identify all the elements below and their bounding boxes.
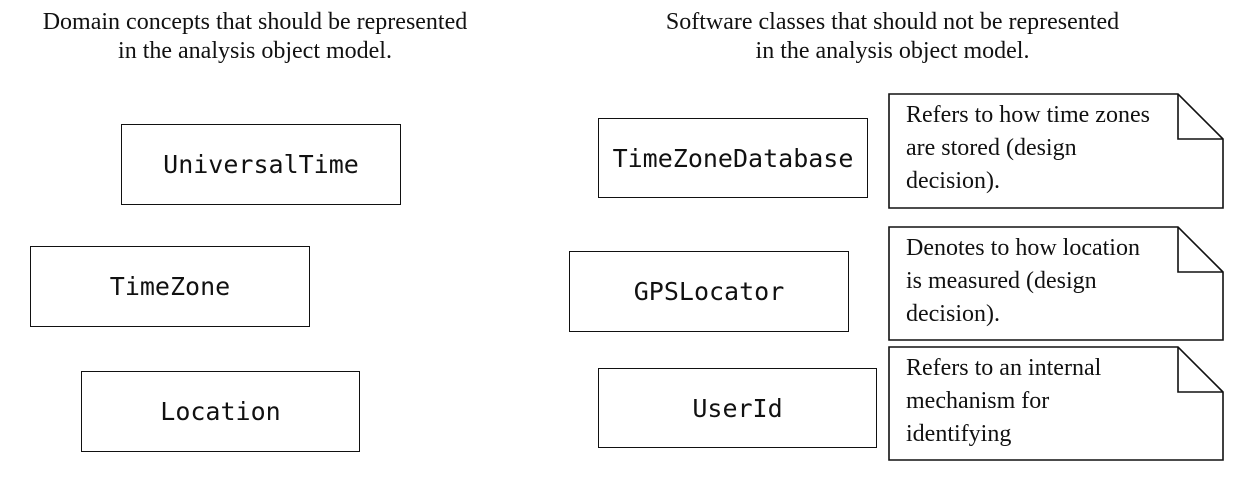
class-box-universaltime: UniversalTime xyxy=(121,124,401,205)
note-shape-icon xyxy=(888,346,1224,461)
software-classes-heading: Software classes that should not be repr… xyxy=(640,8,1145,66)
note-text-timezonedatabase: Refers to how time zones are stored (des… xyxy=(906,102,1150,194)
class-name-timezone: TimeZone xyxy=(109,272,231,301)
domain-concepts-heading-text: Domain concepts that should be represent… xyxy=(42,9,468,64)
note-shape-icon xyxy=(888,93,1224,209)
class-box-location: Location xyxy=(81,371,360,452)
class-box-timezone: TimeZone xyxy=(30,246,310,327)
class-box-userid: UserId xyxy=(598,368,877,448)
class-box-gpslocator: GPSLocator xyxy=(569,251,849,332)
note-text-gpslocator: Denotes to how location is measured (des… xyxy=(906,235,1140,327)
class-name-gpslocator: GPSLocator xyxy=(633,277,785,306)
note-userid: Refers to an internal mechanism for iden… xyxy=(888,346,1224,461)
class-name-universaltime: UniversalTime xyxy=(163,150,359,179)
class-name-timezonedatabase: TimeZoneDatabase xyxy=(612,143,854,173)
class-name-userid: UserId xyxy=(692,393,783,423)
class-name-location: Location xyxy=(160,397,281,426)
note-shape-icon xyxy=(888,226,1224,341)
domain-concepts-heading: Domain concepts that should be represent… xyxy=(0,8,510,66)
note-text-userid: Refers to an internal mechanism for iden… xyxy=(906,355,1102,447)
note-gpslocator: Denotes to how location is measured (des… xyxy=(888,226,1224,341)
note-timezonedatabase: Refers to how time zones are stored (des… xyxy=(888,93,1224,209)
software-classes-heading-text: Software classes that should not be repr… xyxy=(665,9,1120,64)
class-box-timezonedatabase: TimeZoneDatabase xyxy=(598,118,868,198)
